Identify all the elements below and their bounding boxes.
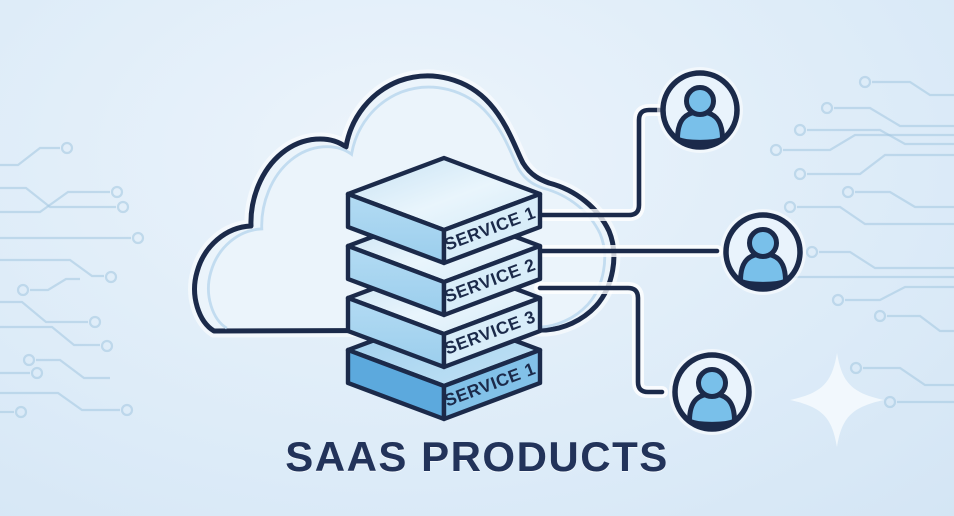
sparkle-icon bbox=[790, 353, 884, 447]
circuit-pattern-left bbox=[0, 141, 145, 419]
user-icon-bottom bbox=[669, 349, 755, 435]
user-icon-middle bbox=[720, 209, 806, 295]
page-title: SAAS PRODUCTS bbox=[285, 433, 669, 480]
connector-top bbox=[537, 107, 666, 218]
stack-layer-1: SERVICE 1 bbox=[345, 155, 543, 266]
connector-lines bbox=[534, 104, 723, 398]
service-stack: SERVICE 1 SERVICE 3 SERVICE 2 SERVICE 1 bbox=[345, 155, 543, 422]
connector-bottom bbox=[537, 285, 665, 395]
user-icon-top bbox=[657, 67, 743, 153]
